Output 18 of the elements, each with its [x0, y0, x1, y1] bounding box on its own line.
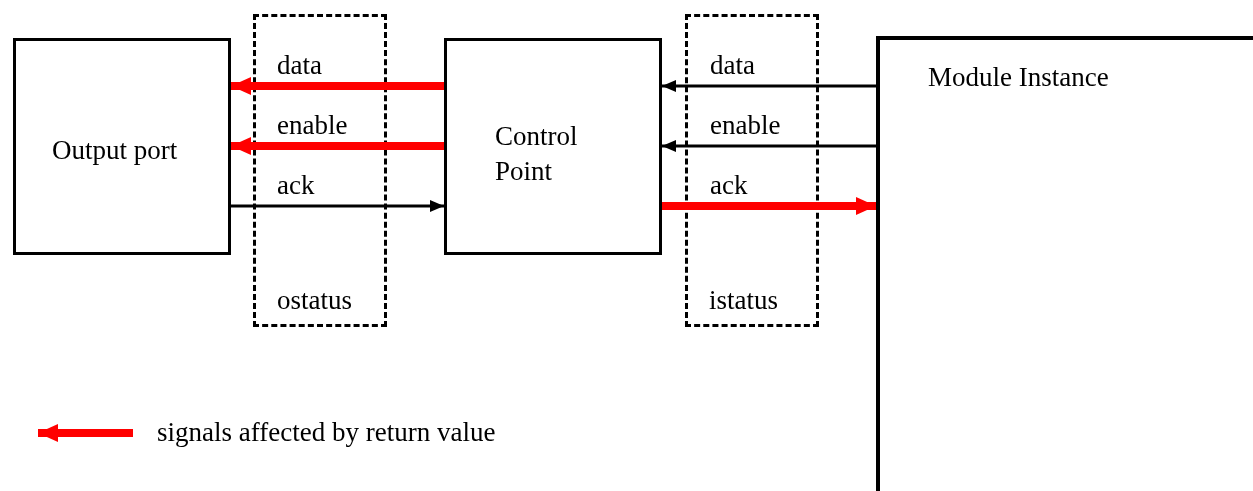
edge-label: ack — [710, 172, 748, 199]
signal-group-label: ostatus — [277, 287, 352, 314]
node-label: Output port — [52, 134, 178, 167]
edge-label: data — [277, 52, 322, 79]
arrow — [662, 80, 876, 92]
arrow — [231, 200, 444, 212]
edge-label: ack — [277, 172, 315, 199]
edge-label: enable — [277, 112, 348, 139]
node-label: Module Instance — [928, 61, 1109, 94]
module-block — [876, 36, 1253, 491]
arrow — [662, 140, 876, 152]
node-label: Control Point — [495, 120, 579, 189]
edge-label: data — [710, 52, 755, 79]
process-box — [444, 38, 662, 255]
edge-label: enable — [710, 112, 781, 139]
legend-label: signals affected by return value — [157, 419, 496, 446]
process-box — [13, 38, 231, 255]
signal-group-label: istatus — [709, 287, 778, 314]
